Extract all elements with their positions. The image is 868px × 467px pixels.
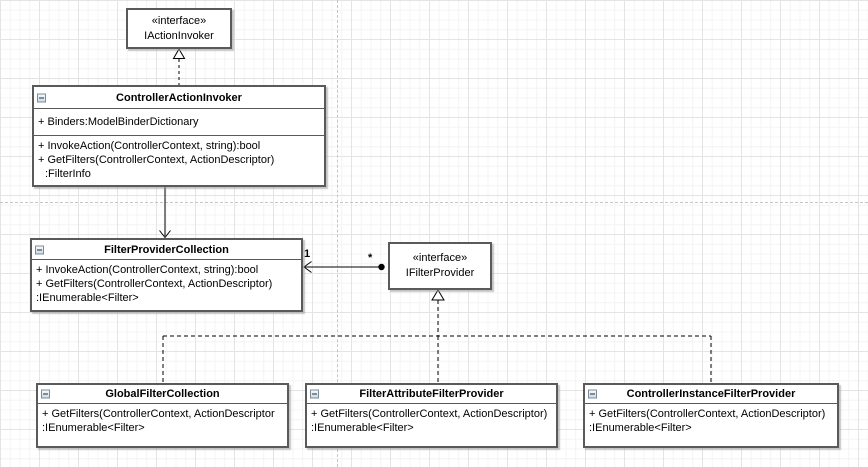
edge-association-controlleractioninvoker-filterprovidercollection[interactable] xyxy=(159,187,171,239)
class-title: GlobalFilterCollection xyxy=(105,388,220,400)
method-return-type: :IEnumerable<Filter> xyxy=(36,292,139,304)
method: + InvokeAction(ControllerContext, string… xyxy=(38,140,261,152)
class-title: FilterProviderCollection xyxy=(104,243,229,256)
edge-association-filterprovidercollection-ifilterprovider[interactable]: 1 * xyxy=(303,248,385,273)
method: + GetFilters(ControllerContext, ActionDe… xyxy=(42,408,275,420)
attribute: + Binders:ModelBinderDictionary xyxy=(38,116,199,128)
edge-realization-providers-ifilterprovider[interactable] xyxy=(162,289,712,383)
multiplicity-many-label: * xyxy=(368,252,373,264)
stereotype-label: «interface» xyxy=(412,252,468,264)
method: + GetFilters(ControllerContext, ActionDe… xyxy=(36,278,273,290)
class-controlleractioninvoker[interactable]: ControllerActionInvoker + Binders:ModelB… xyxy=(32,85,326,187)
collapse-icon[interactable] xyxy=(310,389,319,399)
collapse-icon[interactable] xyxy=(35,245,44,254)
class-filterattributefilterprovider[interactable]: FilterAttributeFilterProvider + GetFilte… xyxy=(305,383,558,448)
class-title: ControllerInstanceFilterProvider xyxy=(626,388,796,400)
class-header: ControllerActionInvoker xyxy=(34,87,324,108)
class-title: ControllerActionInvoker xyxy=(116,91,242,104)
collapse-icon[interactable] xyxy=(41,389,50,399)
class-header: FilterAttributeFilterProvider xyxy=(307,385,556,403)
methods-section: + GetFilters(ControllerContext, ActionDe… xyxy=(38,403,287,442)
method: + GetFilters(ControllerContext, ActionDe… xyxy=(589,408,826,420)
edge-realization-controlleractioninvoker-iactioninvoker[interactable] xyxy=(172,48,186,85)
stereotype-label: «interface» xyxy=(151,14,207,27)
class-controllerinstancefilterprovider[interactable]: ControllerInstanceFilterProvider + GetFi… xyxy=(583,383,839,448)
class-header: ControllerInstanceFilterProvider xyxy=(585,385,837,403)
method-return-type: :IEnumerable<Filter> xyxy=(589,422,692,434)
class-header: FilterProviderCollection xyxy=(32,240,301,259)
methods-section: + InvokeAction(ControllerContext, string… xyxy=(34,135,324,185)
page-boundary-horizontal xyxy=(0,202,868,203)
methods-section: + GetFilters(ControllerContext, ActionDe… xyxy=(585,403,837,442)
class-ifilterprovider[interactable]: «interface» IFilterProvider xyxy=(388,242,492,290)
method: + InvokeAction(ControllerContext, string… xyxy=(36,264,259,276)
page-boundary-vertical xyxy=(337,0,338,467)
collapse-icon[interactable] xyxy=(588,389,597,399)
class-title: IFilterProvider xyxy=(405,267,475,279)
class-iactioninvoker[interactable]: «interface» IActionInvoker xyxy=(126,8,232,49)
methods-section: + InvokeAction(ControllerContext, string… xyxy=(32,259,301,309)
class-title: FilterAttributeFilterProvider xyxy=(359,388,504,400)
method-return-type: :FilterInfo xyxy=(45,168,91,180)
method: + GetFilters(ControllerContext, ActionDe… xyxy=(311,408,548,420)
methods-section: + GetFilters(ControllerContext, ActionDe… xyxy=(307,403,556,442)
collapse-icon[interactable] xyxy=(37,93,46,102)
method-return-type: :IEnumerable<Filter> xyxy=(311,422,414,434)
class-header: GlobalFilterCollection xyxy=(38,385,287,403)
multiplicity-one-label: 1 xyxy=(304,248,310,260)
class-filterprovidercollection[interactable]: FilterProviderCollection + InvokeAction(… xyxy=(30,238,303,312)
method: + GetFilters(ControllerContext, ActionDe… xyxy=(38,154,275,166)
method-return-type: :IEnumerable<Filter> xyxy=(42,422,145,434)
attributes-section: + Binders:ModelBinderDictionary xyxy=(34,108,324,135)
class-globalfiltercollection[interactable]: GlobalFilterCollection + GetFilters(Cont… xyxy=(36,383,289,448)
class-title: IActionInvoker xyxy=(144,29,214,42)
